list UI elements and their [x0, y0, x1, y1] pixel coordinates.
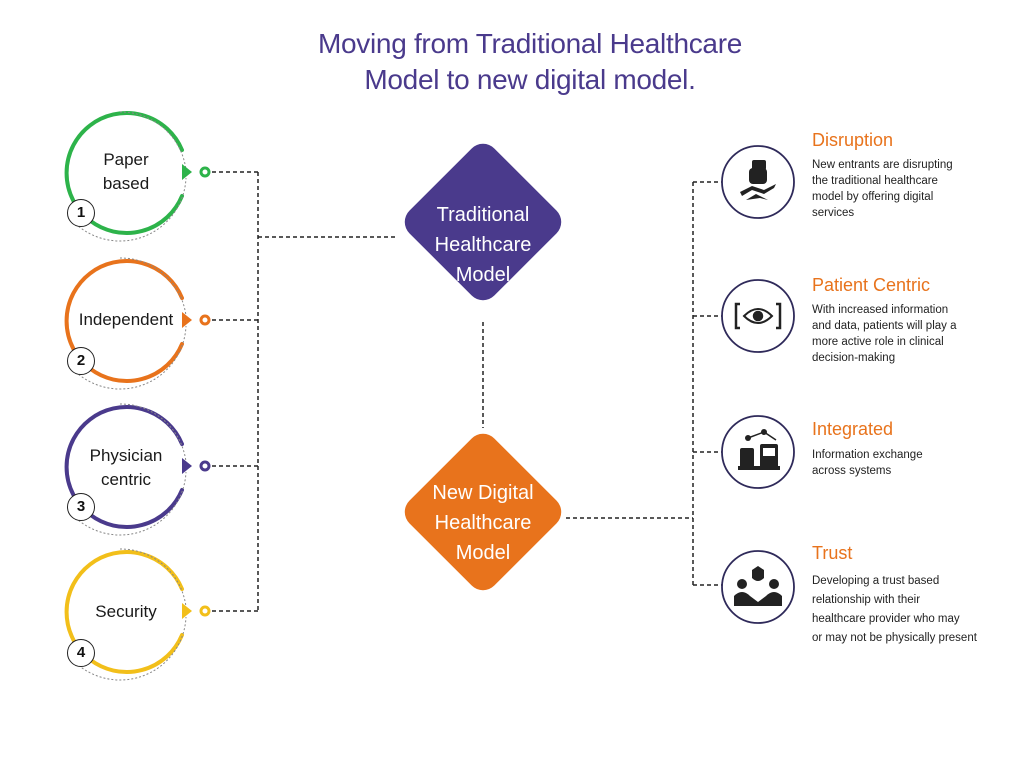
left-item-2-line-1: Independent: [78, 310, 174, 329]
right-item-title-patient-centric: Patient Centric: [812, 275, 931, 295]
right-item-desc-integrated: Information exchange across systems: [812, 447, 1012, 479]
right-item-desc-disruption: New entrants are disrupting the traditio…: [812, 157, 1012, 221]
digital-line-2: Healthcare: [434, 512, 532, 534]
left-connectors: [212, 171, 722, 612]
network-exchange-icon: [738, 429, 780, 470]
traditional-model-label: Traditional Healthcare Model: [403, 200, 563, 290]
desc-line: model by offering digital: [812, 191, 934, 203]
desc-line: and data, patients will play a: [812, 320, 957, 332]
left-item-label-2: Independent: [66, 308, 186, 332]
desc-line: relationship with their: [812, 594, 921, 606]
digital-line-3: Model: [455, 542, 511, 564]
dot-icon: [199, 605, 211, 617]
icon-circle-4: [721, 550, 795, 624]
dot-icon: [199, 460, 211, 472]
traditional-model-diamond: [404, 143, 562, 301]
desc-line: or may not be physically present: [812, 632, 977, 644]
left-item-3-line-1: Physician: [89, 446, 163, 465]
left-circle-1: [64, 111, 211, 242]
desc-line: decision-making: [812, 352, 896, 364]
desc-line: services: [812, 207, 855, 219]
left-circle-4: [64, 548, 211, 681]
right-item-title-disruption: Disruption: [812, 130, 894, 150]
desc-line: across systems: [812, 465, 892, 477]
digital-model-diamond: [404, 433, 562, 591]
digital-model-label: New Digital Healthcare Model: [403, 478, 563, 568]
number-badge-2: 2: [67, 347, 95, 375]
left-item-label-3: Physician centric: [66, 444, 186, 492]
right-item-title-trust: Trust: [812, 543, 853, 563]
left-item-label-1: Paper based: [66, 148, 186, 196]
number-badge-3: 3: [67, 493, 95, 521]
desc-line: healthcare provider who may: [812, 613, 960, 625]
pointer-arrow-icon: [182, 312, 192, 328]
fist-breaking-icon: [740, 160, 776, 200]
traditional-line-1: Traditional: [436, 204, 530, 226]
traditional-line-3: Model: [455, 264, 511, 286]
left-item-label-4: Security: [66, 600, 186, 624]
desc-line: Information exchange: [812, 449, 923, 461]
left-item-3-line-2: centric: [100, 470, 152, 489]
desc-line: the traditional healthcare: [812, 175, 938, 187]
handshake-shield-icon: [734, 566, 782, 606]
number-badge-4: 4: [67, 639, 95, 667]
left-item-1-line-2: based: [102, 174, 150, 193]
desc-line: New entrants are disrupting: [812, 159, 953, 171]
left-item-1-line-1: Paper: [103, 150, 149, 169]
right-item-title-integrated: Integrated: [812, 419, 894, 439]
dot-icon: [199, 314, 211, 326]
traditional-line-2: Healthcare: [434, 234, 532, 256]
digital-line-1: New Digital: [432, 482, 534, 504]
desc-line: Developing a trust based: [812, 575, 940, 587]
desc-line: With increased information: [812, 304, 949, 316]
left-item-4-line-1: Security: [95, 602, 157, 621]
icon-circle-3: [721, 415, 795, 489]
right-item-desc-patient-centric: With increased information and data, pat…: [812, 302, 1012, 366]
pointer-arrow-icon: [182, 164, 192, 180]
left-circle-2: [64, 257, 211, 390]
right-icon-circles: [721, 145, 795, 624]
right-item-desc-trust: Developing a trust based relationship wi…: [812, 572, 1012, 648]
pointer-arrow-icon: [182, 603, 192, 619]
pointer-arrow-icon: [182, 458, 192, 474]
title-line-1: Moving from Traditional Healthcare: [318, 28, 742, 59]
eye-focus-icon: [734, 302, 782, 330]
left-circle-3: [64, 403, 211, 536]
number-badge-1: 1: [67, 199, 95, 227]
desc-line: more active role in clinical: [812, 336, 944, 348]
page-title: Moving from Traditional Healthcare Model…: [250, 26, 810, 98]
dot-icon: [199, 166, 211, 178]
title-line-2: Model to new digital model.: [364, 64, 696, 95]
